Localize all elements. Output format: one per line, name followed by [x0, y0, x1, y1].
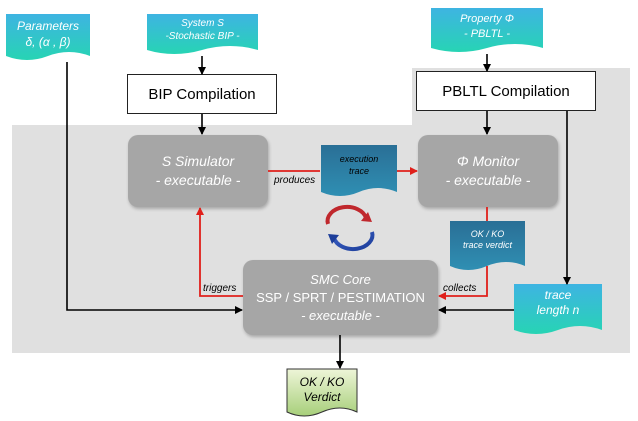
- trace-verdict-line2: trace verdict: [462, 240, 513, 250]
- bip-compilation-label: BIP Compilation: [148, 85, 256, 103]
- property-document-shape: [431, 8, 543, 52]
- trace-verdict-line1: OK / KO: [470, 229, 505, 239]
- parameters-title: Parameters: [16, 19, 80, 33]
- property-document: Property Φ - PBLTL -: [431, 12, 543, 42]
- trace-length-document-shape: [514, 284, 602, 334]
- collects-label: collects: [443, 283, 477, 294]
- system-subtitle: -Stochastic BIP -: [165, 31, 240, 42]
- trace-verdict-document-shape: [450, 221, 525, 270]
- trace-length-line1: trace: [544, 288, 572, 302]
- arrow-verdict-to-smc: [438, 266, 488, 300]
- final-verdict-line2: Verdict: [303, 390, 341, 404]
- smc-core-subtitle: - executable -: [301, 307, 380, 323]
- system-title: System S: [181, 18, 224, 29]
- bip-compilation-box: BIP Compilation: [127, 74, 277, 114]
- execution-trace-line2: trace: [348, 166, 369, 176]
- simulator-title: S Simulator: [161, 153, 235, 169]
- smc-core-box: SMC Core SSP / SPRT / PESTIMATION - exec…: [243, 260, 438, 335]
- arrow-smc-to-simulator: [196, 207, 243, 297]
- triggers-label: triggers: [203, 283, 237, 294]
- parameters-document: Parameters δ, (α , β): [6, 18, 90, 50]
- execution-trace-document-shape: [321, 145, 397, 196]
- parameters-document-shape: [6, 14, 90, 60]
- property-subtitle: - PBLTL -: [463, 28, 511, 40]
- final-verdict-document-shape: [286, 368, 358, 417]
- system-document-shape: [147, 14, 258, 54]
- final-verdict-document: OK / KO Verdict: [287, 375, 357, 405]
- cycle-icon: [325, 204, 375, 252]
- simulator-box: S Simulator - executable -: [128, 135, 268, 207]
- execution-trace-document: execution trace: [321, 153, 397, 177]
- parameters-symbols: δ, (α , β): [25, 35, 71, 49]
- execution-trace-line1: execution: [339, 154, 379, 164]
- pbltl-compilation-box: PBLTL Compilation: [416, 71, 596, 111]
- simulator-subtitle: - executable -: [155, 172, 241, 188]
- monitor-subtitle: - executable -: [445, 172, 531, 188]
- trace-length-document: trace length n: [514, 288, 602, 318]
- final-verdict-line1: OK / KO: [299, 375, 345, 389]
- pbltl-compilation-label: PBLTL Compilation: [442, 82, 570, 100]
- monitor-title: Φ Monitor: [456, 153, 520, 169]
- smc-core-title: SMC Core: [310, 271, 371, 287]
- trace-length-line2: length n: [536, 303, 580, 317]
- produces-label: produces: [274, 175, 316, 186]
- monitor-box: Φ Monitor - executable -: [418, 135, 558, 207]
- trace-verdict-document: OK / KO trace verdict: [450, 229, 525, 251]
- property-title: Property Φ: [460, 13, 514, 25]
- system-document: System S -Stochastic BIP -: [147, 17, 258, 43]
- smc-core-algorithms: SSP / SPRT / PESTIMATION: [256, 289, 425, 305]
- arrow-parameters-to-smc: [66, 62, 243, 314]
